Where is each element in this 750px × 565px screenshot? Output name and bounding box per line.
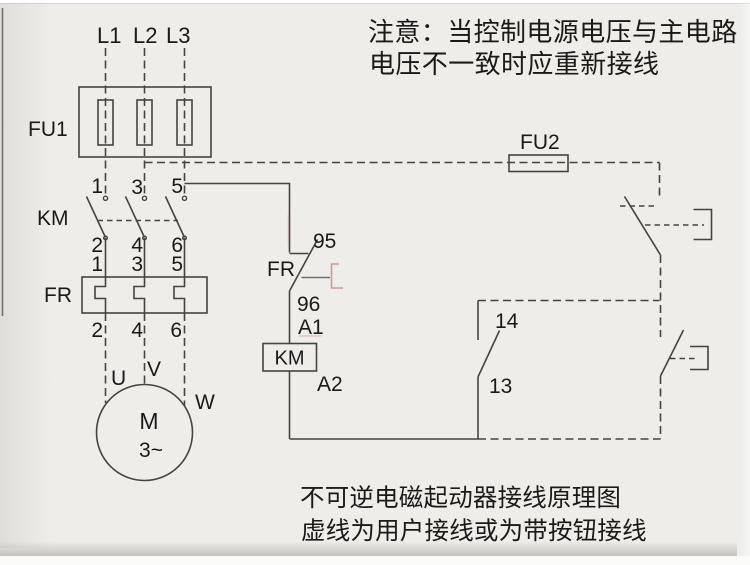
motor-terminal-v: V [147,358,161,381]
fr-heater-element-3 [173,277,186,313]
fr-aux-terminal-95: 95 [313,230,336,253]
motor-circle [95,383,194,482]
aux-terminal-14: 14 [495,310,519,333]
scan-right-edge [740,3,750,556]
fu1-fuse-element-3 [176,99,193,146]
start-button-actuator [690,345,709,371]
aux-terminal-13: 13 [489,375,512,398]
stop-button-actuator [693,208,713,241]
motor-terminal-w: W [195,391,215,414]
scan-bottom-shadow [0,541,737,556]
phase-l1-label: L1 [97,23,121,48]
stop-button-blade [623,196,662,256]
km-coil-label: KM [275,348,305,370]
fr-terminal-6: 6 [170,319,182,342]
start-button-blade [659,329,685,377]
scan-bottom-edge [0,556,750,565]
km-contact-2-fixed-dot [141,195,148,202]
scan-left-vignette [0,3,52,548]
caption-line1: 不可逆电磁起动器接线原理图 [300,484,621,512]
fu1-fuse-element-2 [136,99,153,146]
phase-l2-label: L2 [133,23,157,48]
fu2-label: FU2 [520,131,560,154]
fu1-fuse-element-1 [97,99,114,146]
km-terminal-4: 4 [131,234,143,257]
motor-phase-symbol: 3~ [139,439,163,462]
km-contact-2-blade [124,196,146,238]
fr-aux-label: FR [267,258,295,281]
motor-terminal-u: U [111,367,126,390]
fr-aux-contact-blade [288,239,319,292]
km-terminal-6: 6 [171,234,183,257]
fu1-fuse-box [78,86,212,158]
km-contact-1-fixed-dot [102,195,109,202]
note-line2: 电压不一致时应重新接线 [369,49,659,79]
coil-terminal-a1: A1 [298,316,324,339]
fr-aux-terminal-96: 96 [297,293,320,316]
fu2-fuse-box [508,154,569,173]
caption-line2: 虚线为用户接线或为带按钮接线 [301,517,647,545]
km-terminal-5: 5 [171,175,183,198]
km-terminal-2: 2 [91,234,103,257]
km-contact-3-fixed-dot [181,195,188,202]
km-main-label: KM [37,207,69,230]
aux-contact-blade [477,330,501,378]
fr-terminal-4: 4 [131,319,143,342]
control-tap-wire [184,182,291,253]
km-contact-1-blade [85,196,107,238]
fu1-label: FU1 [28,118,68,141]
km-terminal-1: 1 [91,175,103,198]
km-terminal-3: 3 [131,176,143,199]
red-bracket-artifact [330,263,343,289]
scan-top-edge [0,0,750,4]
fr-heater-element-2 [133,277,146,313]
fr-terminal-5: 5 [171,253,183,276]
fr-terminal-3: 3 [131,253,143,276]
fr-terminal-1: 1 [91,253,103,276]
fr-main-label: FR [44,284,72,307]
fr-terminal-2: 2 [91,319,103,342]
km-contact-3-blade [164,196,186,238]
fr-heater-element-1 [94,277,107,313]
phase-l3-label: L3 [166,23,190,48]
coil-terminal-a2: A2 [317,373,343,396]
motor-symbol: M [139,408,158,434]
note-line1: 注意：当控制电源电压与主电路 [368,17,738,47]
